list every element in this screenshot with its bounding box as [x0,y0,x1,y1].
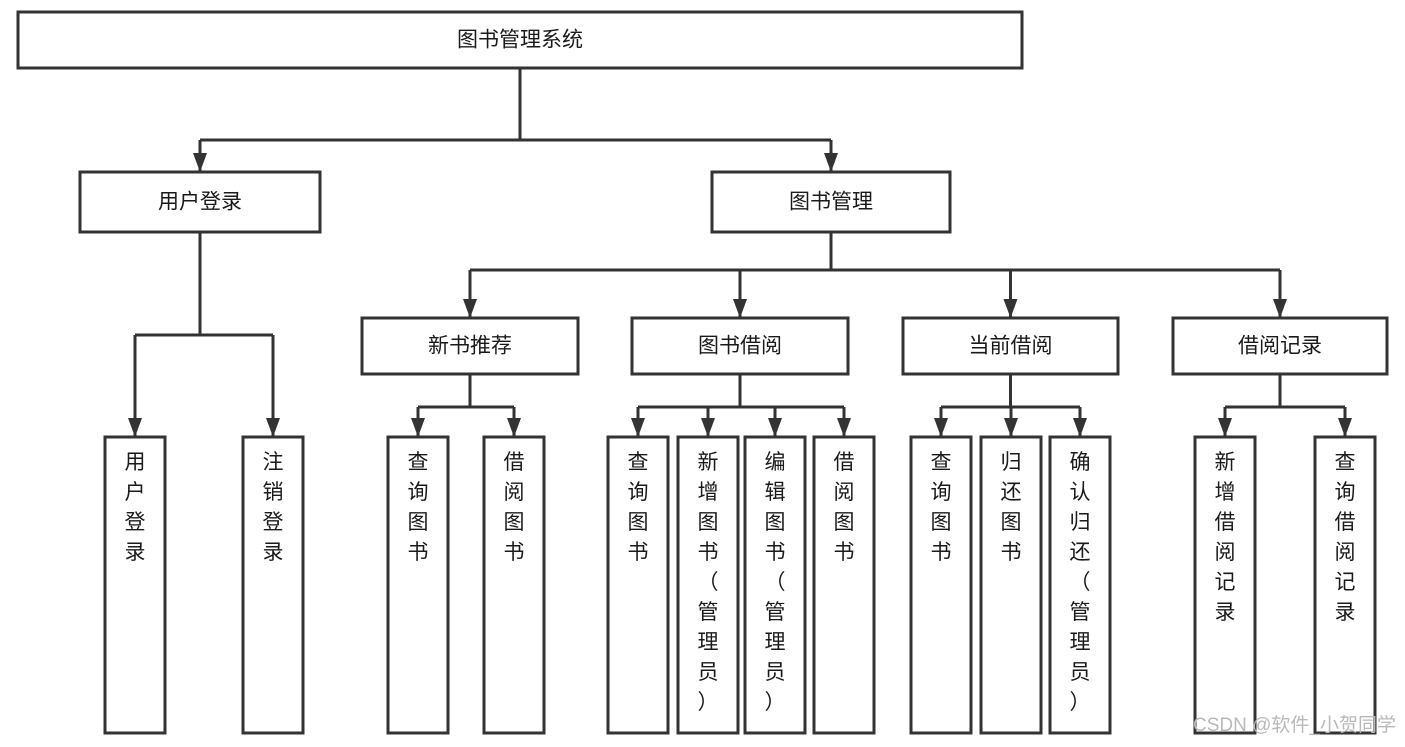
node-query-borrow-record[interactable]: 查询借阅记录 [1313,435,1377,735]
node-query-book-1[interactable]: 查询图书 [386,435,450,735]
node-borrow-book-2[interactable]: 借阅图书 [812,435,876,735]
node-user-login[interactable]: 用户登录 [78,170,322,234]
node-label-add-book: 新增图书（管理员） [698,451,719,714]
arrow-head-icon-book-borrow [733,299,747,318]
arrow-head-icon-user-login-do [128,418,142,437]
node-box-user-logout [241,435,305,735]
node-box-book-manage [710,170,952,234]
node-label-edit-book: 编辑图书（管理员） [765,451,786,714]
node-label-add-borrow-record: 新增借阅记录 [1215,451,1236,624]
arrow-head-icon-new-book-recommend [463,299,477,318]
node-box-undefined [16,10,1024,70]
arrow-head-icon-current-borrow [1003,299,1018,318]
node-box-return-book [979,435,1043,735]
arrow-head-icon-user-login [193,153,207,172]
arrow-head-icon-query-book-3 [934,418,948,437]
arrow-head-icon-query-borrow-record [1338,418,1352,437]
arrow-head-icon-borrow-record [1273,299,1287,318]
arrow-head-icon-borrow-book-2 [837,418,851,437]
arrow-head-icon-add-borrow-record [1218,418,1232,437]
node-label-undefined: 图书管理系统 [457,29,583,52]
node-borrow-record[interactable]: 借阅记录 [1171,316,1389,376]
arrow-head-icon-book-manage [824,153,838,172]
arrow-head-icon-query-book-1 [411,418,425,437]
node-edit-book[interactable]: 编辑图书（管理员） [743,435,807,735]
node-label-confirm-return: 确认归还（管理员） [1070,451,1091,714]
node-box-borrow-record [1171,316,1389,376]
node-borrow-book-1[interactable]: 借阅图书 [482,435,546,735]
node-user-login-do[interactable]: 用户登录 [103,435,167,735]
node-box-add-borrow-record [1193,435,1257,735]
arrow-head-icon-query-book-2 [631,418,645,437]
node-label-query-borrow-record: 查询借阅记录 [1335,451,1356,624]
arrow-head-icon-return-book [1004,418,1018,437]
node-label-user-login: 用户登录 [158,191,242,214]
node-box-add-book [676,435,740,735]
node-current-borrow[interactable]: 当前借阅 [901,316,1120,376]
node-label-user-logout: 注销登录 [263,451,284,564]
arrow-head-icon-confirm-return [1073,418,1087,437]
node-book-manage[interactable]: 图书管理 [710,170,952,234]
node-label-query-book-3: 查询图书 [931,451,952,564]
node-box-edit-book [743,435,807,735]
node-label-borrow-book-2: 借阅图书 [834,451,855,564]
node-label-current-borrow: 当前借阅 [969,335,1053,358]
node-box-query-book-3 [909,435,973,735]
node-box-borrow-book-1 [482,435,546,735]
node-label-return-book: 归还图书 [1001,451,1022,564]
node-box-confirm-return [1048,435,1112,735]
node-user-logout[interactable]: 注销登录 [241,435,305,735]
node-box-borrow-book-2 [812,435,876,735]
node-new-book-recommend[interactable]: 新书推荐 [360,316,580,376]
node-box-query-borrow-record [1313,435,1377,735]
node-undefined[interactable]: 图书管理系统 [16,10,1024,70]
node-box-current-borrow [901,316,1120,376]
node-add-borrow-record[interactable]: 新增借阅记录 [1193,435,1257,735]
node-label-borrow-record: 借阅记录 [1238,335,1322,358]
node-label-query-book-2: 查询图书 [628,451,649,564]
node-box-new-book-recommend [360,316,580,376]
node-add-book[interactable]: 新增图书（管理员） [676,435,740,735]
node-query-book-3[interactable]: 查询图书 [909,435,973,735]
node-label-new-book-recommend: 新书推荐 [428,335,512,358]
node-label-query-book-1: 查询图书 [408,451,429,564]
arrow-head-icon-borrow-book-1 [507,418,521,437]
node-query-book-2[interactable]: 查询图书 [606,435,670,735]
arrow-head-icon-edit-book [768,418,782,437]
arrow-head-icon-add-book [701,418,715,437]
arrow-head-icon-user-logout [266,418,280,437]
node-label-user-login-do: 用户登录 [125,451,146,564]
node-box-query-book-2 [606,435,670,735]
node-label-borrow-book-1: 借阅图书 [504,451,525,564]
node-label-book-borrow: 图书借阅 [698,335,782,358]
node-box-user-login-do [103,435,167,735]
node-confirm-return[interactable]: 确认归还（管理员） [1048,435,1112,735]
node-label-book-manage: 图书管理 [789,191,873,214]
node-book-borrow[interactable]: 图书借阅 [630,316,850,376]
node-box-query-book-1 [386,435,450,735]
node-return-book[interactable]: 归还图书 [979,435,1043,735]
